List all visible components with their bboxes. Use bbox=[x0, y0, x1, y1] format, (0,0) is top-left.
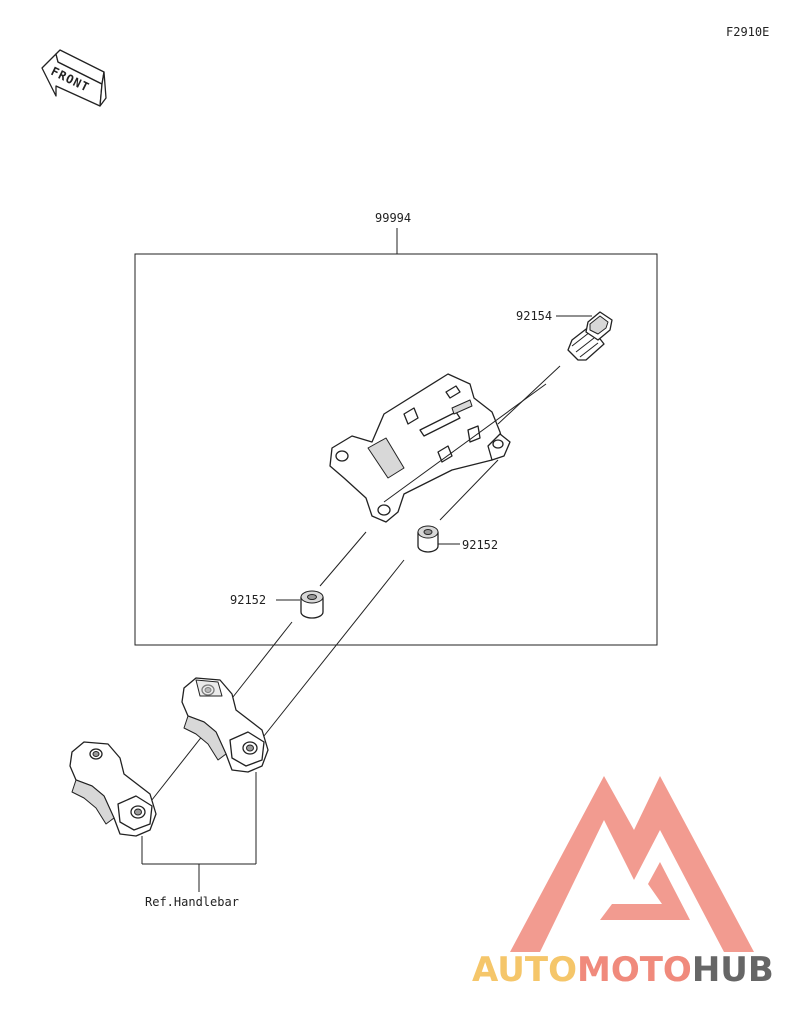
collar-right-part-number: 92152 bbox=[462, 538, 498, 552]
watermark-text: AUTOMOTOHUB bbox=[472, 950, 774, 990]
handlebar-clamp-right bbox=[181, 677, 269, 773]
watermark-logo-icon bbox=[510, 776, 754, 952]
bolt-icon bbox=[567, 311, 613, 361]
watermark-auto: AUTO bbox=[472, 950, 577, 990]
bolt-part-number: 92154 bbox=[516, 309, 552, 323]
kit-part-number: 99994 bbox=[375, 211, 411, 225]
watermark-hub: HUB bbox=[692, 950, 774, 990]
front-arrow-icon: FRONT bbox=[41, 49, 107, 107]
collar-left-icon bbox=[300, 590, 324, 619]
collar-right-icon bbox=[417, 525, 439, 553]
watermark-moto: MOTO bbox=[577, 950, 692, 990]
kit-outline-box bbox=[134, 253, 658, 646]
collar-left-part-number: 92152 bbox=[230, 593, 266, 607]
handlebar-clamp-left bbox=[69, 741, 157, 837]
reference-bracket bbox=[141, 772, 257, 892]
mount-bracket bbox=[329, 373, 511, 523]
diagram-code: F2910E bbox=[726, 25, 769, 39]
reference-label: Ref.Handlebar bbox=[145, 895, 239, 909]
